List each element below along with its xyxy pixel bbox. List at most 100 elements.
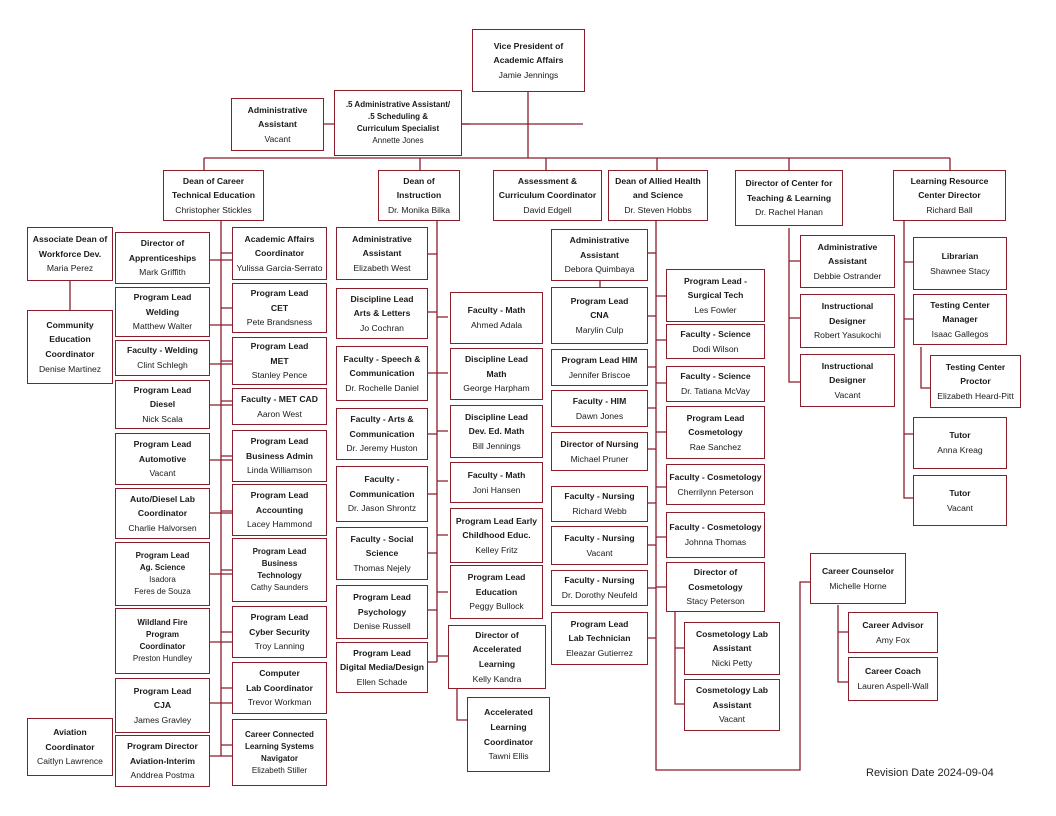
box-title-line: MET [270, 355, 289, 366]
box-person-name: Bill Jennings [472, 440, 521, 451]
box-person-name: Michelle Horne [829, 580, 887, 591]
box-title-line: Program Director [127, 741, 198, 752]
box-person-name: Nick Scala [142, 413, 183, 424]
box-person-name: Dr. Monika Bilka [387, 204, 451, 215]
box-person-name: Elizabeth Stiller [251, 765, 308, 775]
box-title-line: Surgical Tech [687, 290, 744, 301]
box-title-line: Teaching & Learning [746, 192, 832, 203]
box-person-name: Robert Yasukochi [813, 330, 882, 341]
box-title-line: Program [146, 630, 179, 639]
box-person-name: Dr. Dorothy Neufeld [561, 590, 638, 600]
box-title-line: Arts & Letters [353, 308, 411, 319]
box-title-line: Assistant [712, 643, 752, 654]
box-title-line: Career Coach [865, 666, 921, 677]
box-title-line: Assistant [362, 248, 402, 259]
box-person-name: Dawn Jones [575, 410, 624, 421]
box-title-line: Cosmetology [688, 427, 743, 438]
box-title-line: Faculty - Nursing [564, 575, 635, 586]
box-title-line: Program Lead [133, 384, 192, 395]
box-title-line: Program Lead [353, 592, 411, 603]
box-title-line: Discipline Lead [464, 411, 529, 422]
box-title-line: Dean of Allied Health [615, 175, 701, 186]
box-title-line: Faculty - Cosmetology [669, 471, 762, 482]
box-title-line: CET [270, 302, 289, 313]
box-title-line: Librarian [941, 250, 979, 261]
box-person-name: Christopher Stickles [175, 204, 252, 215]
box-title-line: Program Lead [252, 547, 307, 556]
box-person-name: Vacant [834, 389, 861, 400]
box-person-name: Isadora [149, 575, 176, 584]
box-person-name: Dr. Jason Shrontz [347, 503, 417, 514]
box-title-line: Assistant [712, 699, 752, 710]
box-title-line: Discipline Lead [464, 354, 529, 365]
box-title-line: Coordinator [483, 736, 534, 747]
box-person-name: Clint Schlegh [137, 360, 188, 370]
box-person-name: Troy Lanning [254, 641, 305, 652]
box-person-name: Thomas Nejely [353, 562, 411, 573]
box-title-line: Accounting [255, 504, 304, 515]
box-person-name: Nicki Petty [711, 657, 753, 668]
box-title-line: Program Lead HIM [561, 354, 638, 365]
box-title-line: Education [475, 586, 518, 597]
box-title-line: Dev. Ed. Math [468, 426, 525, 437]
box-title-line: Education [49, 334, 91, 345]
box-title-line: Career Advisor [862, 619, 924, 630]
box-person-name: Maria Perez [46, 263, 94, 274]
box-title-line: Wildland Fire [137, 618, 188, 627]
box-title-line: Program Lead [250, 288, 309, 299]
box-person-name: Elizabeth Heard-Pitt [937, 390, 1014, 401]
box-person-name: Elizabeth West [353, 262, 411, 273]
box-title-line: Ag. Science [139, 563, 186, 572]
box-person-name: Dr. Steven Hobbs [624, 204, 692, 215]
box-person-name: Linda Williamson [247, 465, 312, 476]
box-title-line: Testing Center [945, 361, 1006, 372]
box-title-line: Childhood Educ. [462, 530, 531, 541]
box-title-line: Learning [478, 659, 516, 669]
box-title-line: Faculty - HIM [572, 395, 627, 406]
org-box-fac-him: Faculty - HIM Dawn Jones [551, 390, 648, 427]
box-person-name: Debbie Ostrander [813, 270, 882, 281]
box-title-line: Cosmetology Lab [695, 685, 769, 696]
box-title-line: Aviation-Interim [129, 755, 196, 766]
box-title-line: Discipline Lead [350, 293, 414, 304]
box-person-name: Tawni Ellis [488, 751, 529, 762]
box-title-line: Learning Resource [910, 175, 989, 186]
box-title-line: Faculty - Speech & [343, 353, 421, 364]
box-title-line: Navigator [261, 753, 298, 763]
box-title-line: Academic Affairs [244, 233, 315, 244]
box-title-line: .5 Administrative Assistant/ [345, 100, 451, 109]
box-title-line: Lab Technician [568, 633, 631, 644]
box-title-line: Program Lead [250, 612, 309, 623]
box-title-line: Administrative [569, 235, 630, 246]
box-person-name: Jo Cochran [360, 322, 404, 333]
box-title-line: Faculty - Cosmetology [669, 522, 762, 533]
box-title-line: Faculty - Science [680, 328, 751, 339]
